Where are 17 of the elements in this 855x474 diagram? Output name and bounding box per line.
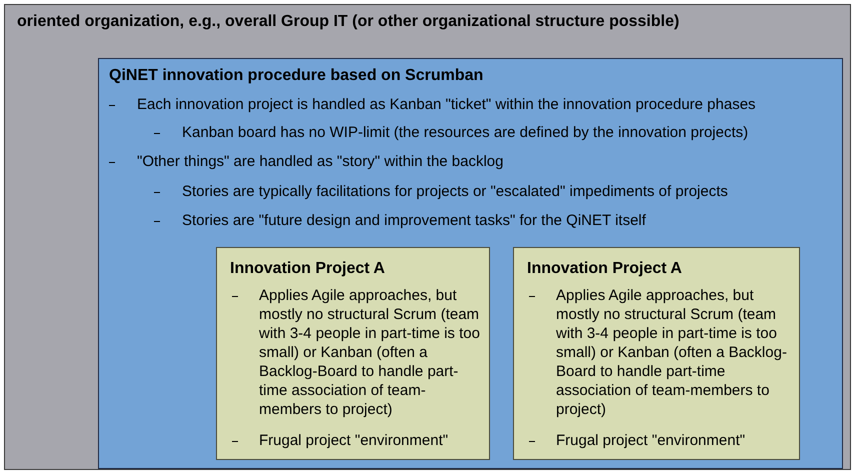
bullet-text: Stories are typically facilitations for projects or "escalated" impediments of projects	[182, 182, 729, 201]
bullet-text: Frugal project "environment"	[259, 431, 450, 450]
bullet-text: Applies Agile approaches, but mostly no structural Scrum (team with 3-4 people in part-time is too small) or Kanban (often a Backlog-Board to handle part-time association of team-members to project)	[259, 286, 481, 419]
project-box	[513, 247, 800, 460]
box-heading: oriented organization, e.g., overall Group IT (or other organizational structure possible)	[17, 13, 680, 31]
bullet-text: Applies Agile approaches, but mostly no structural Scrum (team with 3-4 people in part-time is too small) or Kanban (often a Backlog-Board to handle part-time association of team-members to project)	[556, 286, 788, 419]
box-heading: Innovation Project A	[230, 260, 385, 278]
bullet-text: Kanban board has no WIP-limit (the resources are defined by the innovation projects)	[182, 123, 750, 142]
organization-box	[4, 4, 851, 470]
box-heading: QiNET innovation procedure based on Scrumban	[109, 67, 484, 85]
box-heading: Innovation Project A	[527, 260, 682, 278]
bullet-text: Frugal project "environment"	[556, 431, 746, 450]
bullet-text: Each innovation project is handled as Kanban "ticket" within the innovation procedure phases	[137, 95, 757, 114]
bullet-text: "Other things" are handled as "story" within the backlog	[137, 152, 504, 171]
procedure-box	[98, 58, 843, 469]
bullet-text: Stories are "future design and improvement tasks" for the QiNET itself	[182, 211, 647, 230]
project-box	[216, 247, 490, 460]
